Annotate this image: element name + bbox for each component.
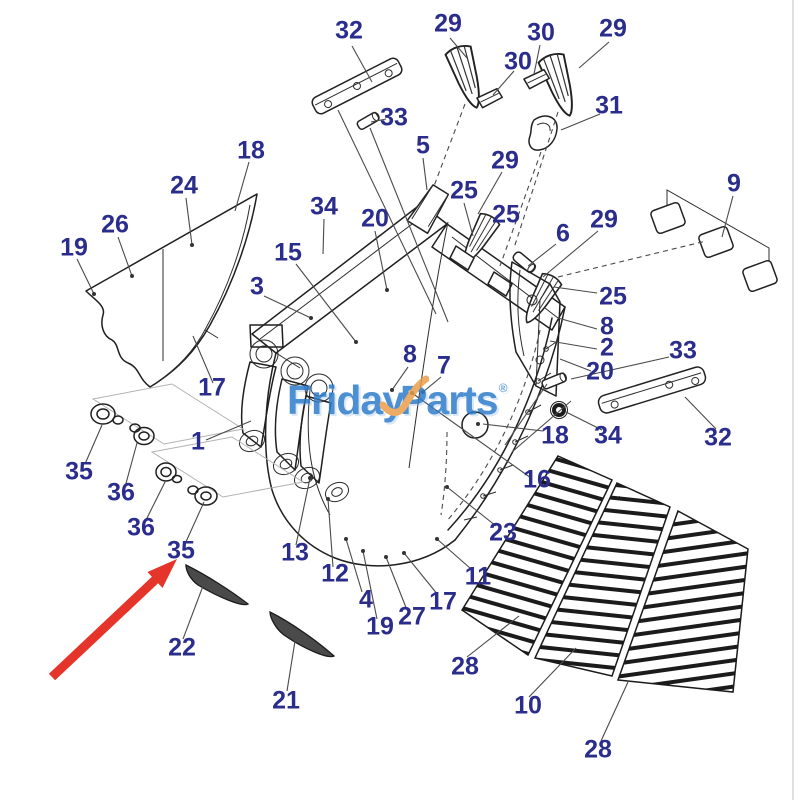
part-number-label: 16: [523, 465, 551, 494]
part-number-label: 15: [274, 238, 302, 267]
sieve-grid: [460, 455, 749, 693]
adapter-5: [406, 184, 450, 235]
part-number-label: 36: [107, 478, 135, 507]
watermark-swoosh-icon: [379, 375, 429, 416]
part-number-label: 29: [599, 14, 627, 43]
part-number-label: 25: [450, 176, 478, 205]
bucket-body: [238, 184, 568, 567]
part-number-label: 3: [250, 272, 264, 301]
part-number-label: 30: [504, 47, 532, 76]
pin-33-right: [541, 372, 568, 390]
part-number-label: 8: [403, 340, 417, 369]
pin-hardware: [90, 383, 305, 506]
part-number-label: 34: [594, 421, 622, 450]
grommet-34: [550, 401, 568, 419]
part-number-label: 17: [429, 587, 457, 616]
part-number-label: 6: [556, 219, 570, 248]
part-number-label: 11: [464, 562, 492, 591]
part-number-label: 32: [704, 423, 732, 452]
shroud-25: [487, 271, 513, 297]
part-number-label: 33: [380, 103, 408, 132]
side-cutters: [185, 563, 336, 658]
hook-31: [528, 115, 558, 151]
part-number-label: 18: [541, 421, 569, 450]
part-number-label: 24: [170, 171, 198, 200]
part-number-label: 25: [599, 282, 627, 311]
pin-33-top: [356, 111, 380, 131]
strap-32-top: [311, 57, 403, 131]
part-number-label: 10: [514, 691, 542, 720]
watermark-registered-mark: ®: [498, 381, 508, 395]
part-number-label: 31: [595, 91, 623, 120]
part-number-label: 35: [65, 457, 93, 486]
part-number-label: 4: [359, 585, 373, 614]
side-plate: [85, 193, 258, 388]
part-number-label: 9: [727, 169, 741, 198]
part-number-label: 20: [361, 204, 389, 233]
part-number-label: 29: [590, 205, 618, 234]
wear-pads-9: [650, 189, 778, 293]
dashed-leader-lines: [433, 103, 707, 278]
strap-32-right: [541, 366, 707, 414]
part-number-label: 20: [586, 357, 614, 386]
part-number-label: 27: [398, 602, 426, 631]
part-number-label: 21: [272, 686, 300, 715]
part-number-label: 34: [310, 192, 338, 221]
shim-plate-30: [523, 68, 550, 90]
part-number-label: 8: [600, 312, 614, 341]
part-number-label: 19: [366, 612, 394, 641]
rim-dashed-line: [445, 329, 541, 523]
watermark-text-1: Friday: [287, 377, 405, 423]
part-number-label: 18: [237, 136, 265, 165]
part-number-label: 35: [167, 536, 195, 565]
part-number-label: 29: [491, 146, 519, 175]
leader-lines: [76, 37, 734, 742]
part-number-label: 36: [127, 513, 155, 542]
part-number-label: 17: [198, 373, 226, 402]
part-number-label: 1: [191, 427, 205, 456]
part-number-label: 25: [492, 200, 520, 229]
hinge-lugs: [238, 324, 350, 503]
part-number-label: 28: [451, 652, 479, 681]
part-number-label: 19: [60, 233, 88, 262]
part-number-label: 28: [584, 735, 612, 764]
part-number-label: 22: [168, 633, 196, 662]
part-number-label: 30: [527, 18, 555, 47]
watermark: Friday Parts ®: [287, 375, 508, 424]
shroud-25: [449, 245, 475, 271]
part-number-label: 26: [101, 210, 129, 239]
part-number-label: 29: [434, 9, 462, 38]
part-number-label: 12: [321, 559, 349, 588]
part-number-label: 23: [489, 518, 517, 547]
floor-dashed-line: [440, 431, 448, 516]
part-number-label: 32: [335, 16, 363, 45]
part-number-label: 13: [281, 538, 309, 567]
part-number-label: 2: [600, 333, 614, 362]
bucket-teeth: [443, 42, 584, 151]
red-pointer-arrow: [48, 559, 178, 681]
part-number-label: 7: [437, 351, 451, 380]
part-number-label: 5: [416, 131, 430, 160]
shim-plate-30: [476, 87, 503, 109]
rim-bolt-band: [463, 339, 560, 521]
part-number-label: 33: [669, 336, 697, 365]
